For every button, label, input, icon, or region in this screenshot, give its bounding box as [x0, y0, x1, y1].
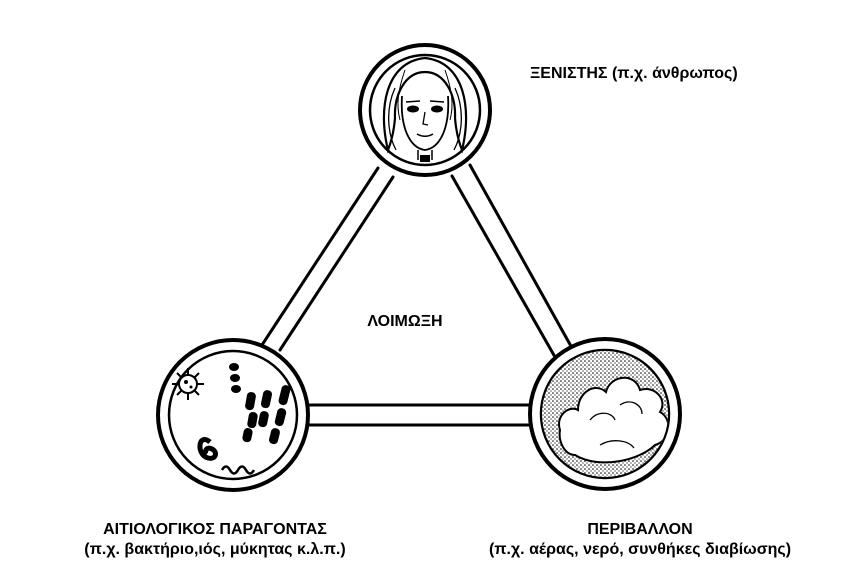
agent-node [158, 340, 308, 490]
environment-label-line2: (π.χ. αέρας, νερό, συνθήκες διαβίωσης) [440, 540, 840, 560]
agent-label-line1: ΑΙΤΙΟΛΟΓΙΚΟΣ ΠΑΡΑΓΟΝΤΑΣ [0, 520, 430, 540]
environment-label-line1: ΠΕΡΙΒΑΛΛΟΝ [440, 520, 840, 540]
infection-center-label: ΛΟΙΜΩΞΗ [340, 312, 470, 332]
environment-label: ΠΕΡΙΒΑΛΛΟΝ (π.χ. αέρας, νερό, συνθήκες δ… [440, 520, 840, 560]
agent-label-line2: (π.χ. βακτήριο,ιός, μύκητας κ.λ.π.) [0, 540, 430, 560]
connector-host-env-outer [470, 165, 572, 348]
host-label: ΞΕΝΙΣΤΗΣ (π.χ. άνθρωπος) [530, 64, 738, 84]
triangle-connectors [262, 165, 572, 425]
environment-node [530, 339, 680, 489]
agent-label: ΑΙΤΙΟΛΟΓΙΚΟΣ ΠΑΡΑΓΟΝΤΑΣ (π.χ. βακτήριο,ι… [0, 520, 430, 560]
host-node [360, 45, 490, 175]
